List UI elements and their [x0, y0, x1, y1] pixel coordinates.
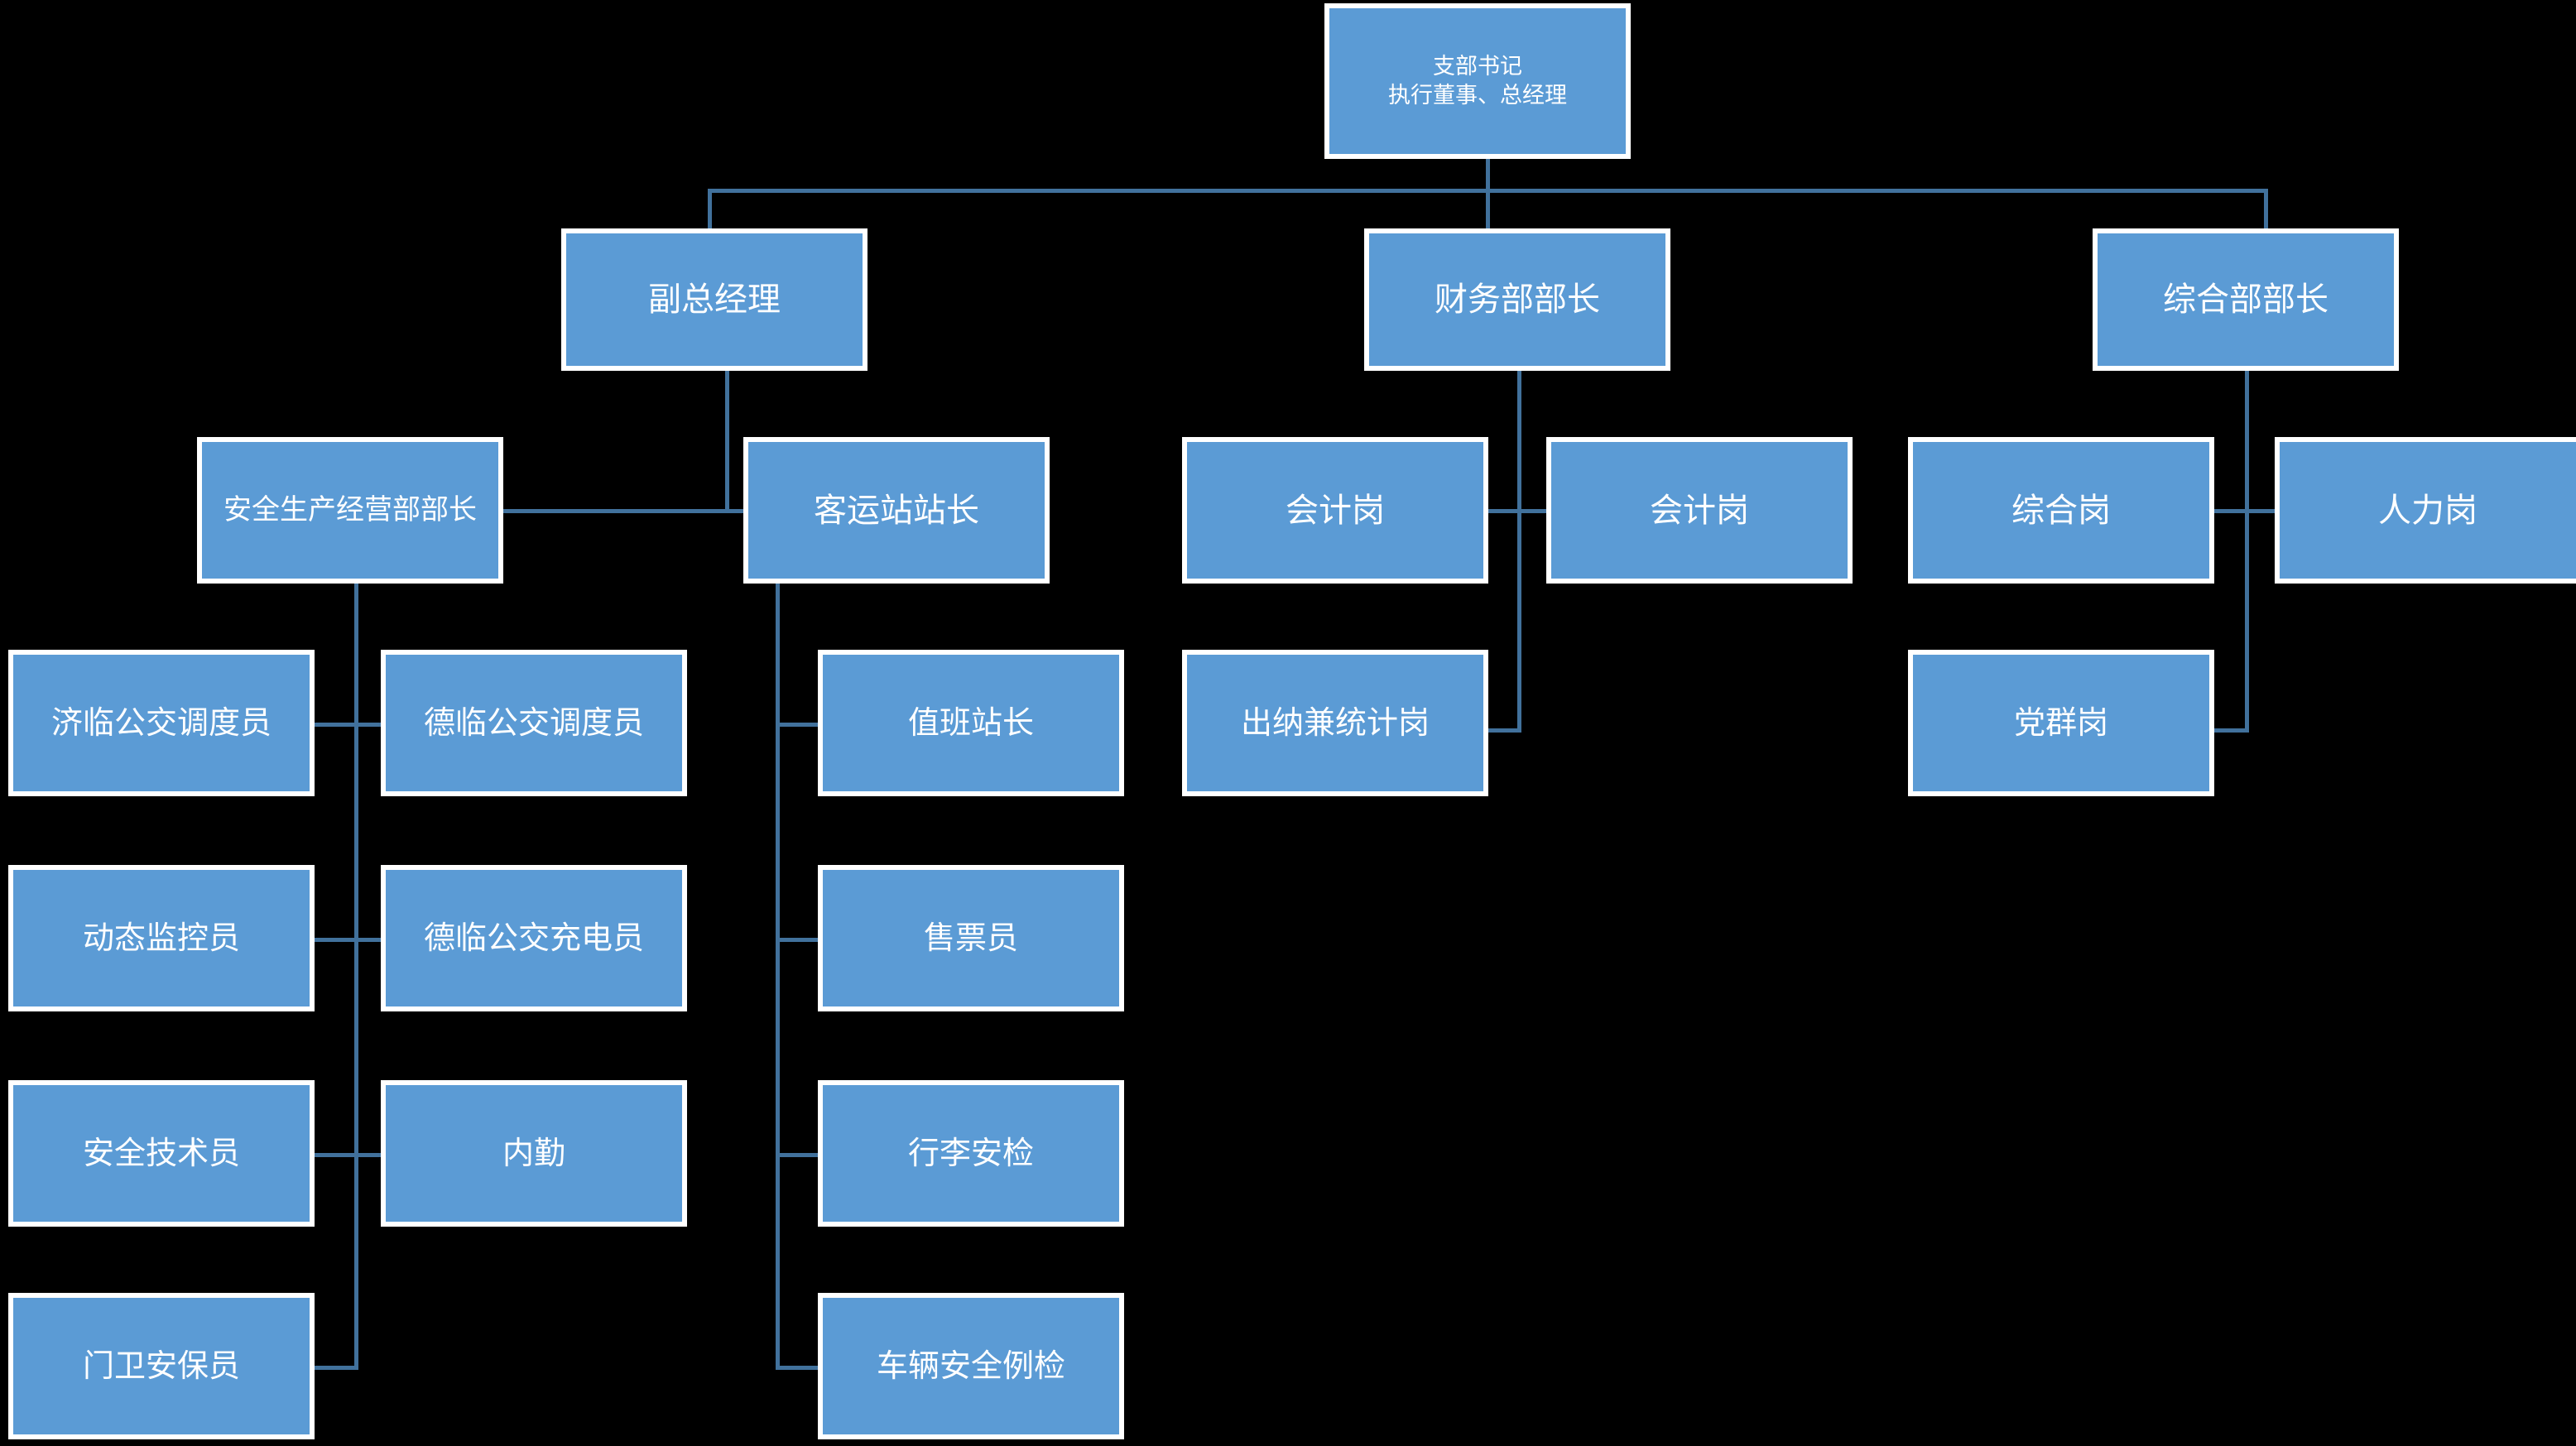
connector-deputy-gm-spine: [725, 371, 729, 513]
node-general-affairs-post[interactable]: 综合岗: [1908, 437, 2214, 584]
node-station-master-label: 客运站站长: [814, 491, 979, 530]
connector-finance-spine: [1517, 371, 1521, 733]
node-gate-security-guard-label: 门卫安保员: [82, 1347, 240, 1384]
node-dynamic-monitor[interactable]: 动态监控员: [8, 865, 315, 1011]
connector-admin-party: [2206, 728, 2249, 733]
node-accountant-post-2[interactable]: 会计岗: [1546, 437, 1853, 584]
connector-safety-spine: [354, 584, 358, 1370]
node-deputy-general-manager-label: 副总经理: [648, 281, 781, 319]
connector-station-row-1: [776, 723, 822, 727]
node-human-resources-post[interactable]: 人力岗: [2275, 437, 2576, 584]
node-delin-bus-dispatcher-label: 德临公交调度员: [423, 704, 644, 741]
node-ticket-seller-label: 售票员: [923, 919, 1018, 956]
node-jilin-bus-dispatcher-label: 济临公交调度员: [50, 704, 272, 741]
connector-finance-acct-left: [1486, 509, 1521, 513]
node-cashier-and-statistics-post-label: 出纳兼统计岗: [1240, 704, 1430, 741]
connector-admin-general-left: [2212, 509, 2249, 513]
node-accountant-post-1-label: 会计岗: [1286, 491, 1385, 530]
connector-deputy-gm-to-station: [725, 509, 745, 513]
connector-station-row-2: [776, 938, 822, 942]
node-safety-production-department-head[interactable]: 安全生产经营部部长: [197, 437, 503, 584]
node-general-affairs-post-label: 综合岗: [2011, 491, 2111, 530]
node-baggage-security-check[interactable]: 行李安检: [818, 1080, 1124, 1227]
node-admin-department-head-label: 综合部部长: [2163, 281, 2328, 319]
node-vehicle-safety-inspection-label: 车辆安全例检: [876, 1347, 1065, 1384]
connector-station-spine: [776, 584, 780, 1370]
node-gate-security-guard[interactable]: 门卫安保员: [8, 1293, 315, 1439]
node-party-affairs-post[interactable]: 党群岗: [1908, 650, 2214, 796]
node-safety-technician[interactable]: 安全技术员: [8, 1080, 315, 1227]
node-root-line2: 执行董事、总经理: [1388, 83, 1567, 108]
connector-safety-row-4-left: [315, 1366, 358, 1370]
node-accountant-post-2-label: 会计岗: [1650, 491, 1749, 530]
connector-drop-finance-head: [1486, 189, 1490, 228]
connector-deputy-gm-to-safety: [500, 509, 732, 513]
node-accountant-post-1[interactable]: 会计岗: [1182, 437, 1488, 584]
connector-station-row-3: [776, 1153, 822, 1157]
node-cashier-and-statistics-post[interactable]: 出纳兼统计岗: [1182, 650, 1488, 796]
node-dynamic-monitor-label: 动态监控员: [82, 919, 240, 956]
connector-safety-row-2-left: [315, 938, 358, 942]
connector-finance-cashier: [1478, 728, 1521, 733]
node-finance-department-head[interactable]: 财务部部长: [1364, 228, 1670, 371]
node-finance-department-head-label: 财务部部长: [1435, 281, 1600, 319]
node-duty-station-master-label: 值班站长: [907, 704, 1034, 741]
node-root-line1: 支部书记: [1433, 53, 1522, 79]
node-deputy-general-manager[interactable]: 副总经理: [561, 228, 867, 371]
node-station-master[interactable]: 客运站站长: [743, 437, 1050, 584]
node-safety-technician-label: 安全技术员: [82, 1134, 240, 1171]
node-root-party-secretary[interactable]: 支部书记 执行董事、总经理: [1324, 3, 1631, 159]
node-office-clerk-label: 内勤: [502, 1134, 565, 1171]
connector-finance-acct-right: [1517, 509, 1552, 513]
node-duty-station-master[interactable]: 值班站长: [818, 650, 1124, 796]
connector-root-stem: [1486, 159, 1490, 190]
node-ticket-seller[interactable]: 售票员: [818, 865, 1124, 1011]
connector-safety-row-3-left: [315, 1153, 358, 1157]
node-baggage-security-check-label: 行李安检: [907, 1134, 1034, 1171]
connector-drop-deputy-gm: [708, 189, 712, 228]
node-admin-department-head[interactable]: 综合部部长: [2093, 228, 2399, 371]
node-safety-production-department-head-label: 安全生产经营部部长: [223, 493, 477, 527]
node-party-affairs-post-label: 党群岗: [2013, 704, 2108, 741]
node-delin-bus-dispatcher[interactable]: 德临公交调度员: [381, 650, 687, 796]
node-human-resources-post-label: 人力岗: [2378, 491, 2477, 530]
connector-safety-row-1-left: [315, 723, 358, 727]
node-delin-bus-charger[interactable]: 德临公交充电员: [381, 865, 687, 1011]
node-jilin-bus-dispatcher[interactable]: 济临公交调度员: [8, 650, 315, 796]
connector-admin-hr-right: [2245, 509, 2282, 513]
connector-admin-spine: [2245, 371, 2249, 733]
connector-drop-admin-head: [2264, 189, 2268, 228]
node-delin-bus-charger-label: 德临公交充电员: [423, 919, 644, 956]
connector-station-row-4: [776, 1366, 822, 1370]
node-vehicle-safety-inspection[interactable]: 车辆安全例检: [818, 1293, 1124, 1439]
node-office-clerk[interactable]: 内勤: [381, 1080, 687, 1227]
